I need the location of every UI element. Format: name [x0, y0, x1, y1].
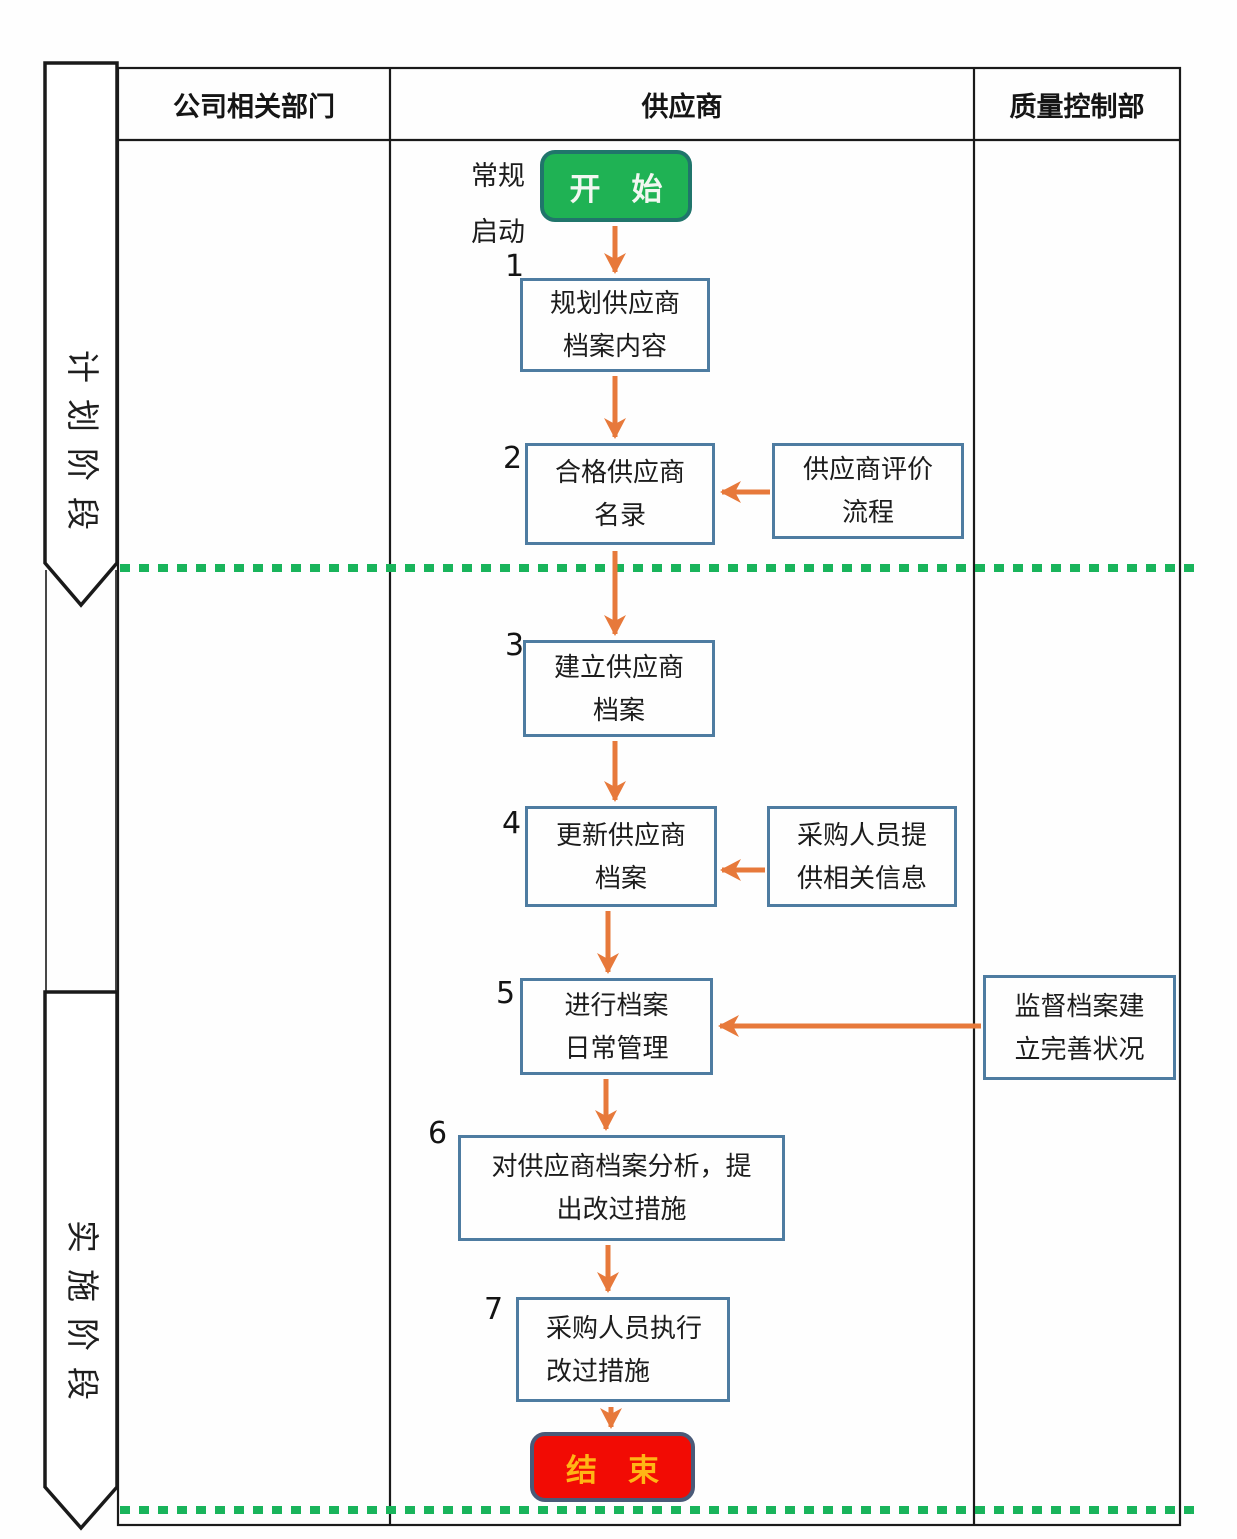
step-box-6-line1: 对供应商档案分析，提 — [491, 1152, 752, 1181]
side-box-supplier-evaluation-line1: 供应商评价 — [802, 455, 933, 484]
step-box-2-line2: 名录 — [593, 501, 646, 530]
step-box-6-line2: 出改过措施 — [556, 1195, 687, 1224]
step-box-7: 采购人员执行 改过措施 — [516, 1297, 730, 1402]
lane-header-supplier: 供应商 — [641, 91, 723, 122]
step-number-7: 7 — [484, 1292, 504, 1327]
phase-label-plan: 计划阶段 — [63, 350, 99, 546]
step-number-4: 4 — [502, 806, 522, 841]
step-box-1: 规划供应商 档案内容 — [520, 278, 710, 372]
step-number-6: 6 — [428, 1116, 448, 1151]
step-box-1-line2: 档案内容 — [562, 332, 667, 361]
phase-label-implement: 实施阶段 — [63, 1220, 99, 1416]
step-box-4-line2: 档案 — [594, 863, 647, 893]
start-note-line2: 启动 — [471, 217, 525, 247]
side-box-supplier-evaluation: 供应商评价 流程 — [772, 443, 964, 539]
lane-header-quality-control: 质量控制部 — [1009, 91, 1145, 122]
step-box-5-line1: 进行档案 — [564, 990, 669, 1020]
side-box-supervise-archive-line1: 监督档案建 — [1014, 991, 1145, 1021]
end-node: 结 束 — [530, 1432, 695, 1502]
step-box-6: 对供应商档案分析，提 出改过措施 — [458, 1135, 785, 1241]
lane-header-company-departments: 公司相关部门 — [173, 91, 335, 122]
start-node: 开 始 — [540, 150, 692, 222]
step-number-3: 3 — [505, 628, 525, 663]
start-note: 常规 启动 — [458, 148, 538, 260]
step-box-7-line1: 采购人员执行 — [546, 1313, 703, 1343]
step-box-3-line2: 档案 — [592, 695, 645, 725]
step-number-1: 1 — [505, 249, 525, 284]
step-box-7-line2: 改过措施 — [546, 1356, 651, 1386]
step-box-2-line1: 合格供应商 — [554, 458, 685, 487]
step-box-3-line1: 建立供应商 — [553, 652, 684, 682]
start-note-line1: 常规 — [471, 161, 525, 191]
step-box-5: 进行档案 日常管理 — [520, 978, 713, 1075]
phase-banner-plan — [43, 61, 119, 608]
side-box-supplier-evaluation-line2: 流程 — [841, 498, 894, 527]
step-box-3: 建立供应商 档案 — [523, 640, 715, 737]
phase-banner-implement — [43, 990, 119, 1531]
step-box-4-line1: 更新供应商 — [555, 820, 686, 850]
step-box-4: 更新供应商 档案 — [525, 806, 717, 907]
step-box-1-line1: 规划供应商 — [549, 289, 680, 318]
step-number-2: 2 — [503, 441, 523, 476]
step-number-5: 5 — [496, 976, 516, 1011]
side-box-supervise-archive-line2: 立完善状况 — [1014, 1034, 1145, 1064]
step-box-2: 合格供应商 名录 — [525, 443, 715, 545]
step-box-5-line2: 日常管理 — [564, 1033, 669, 1063]
flow-arrows — [595, 226, 981, 1429]
side-box-purchase-info: 采购人员提 供相关信息 — [767, 806, 957, 907]
side-box-supervise-archive: 监督档案建 立完善状况 — [983, 975, 1176, 1080]
swimlane-grid — [116, 66, 1182, 1527]
side-box-purchase-info-line1: 采购人员提 — [796, 820, 927, 850]
side-box-purchase-info-line2: 供相关信息 — [796, 863, 927, 893]
